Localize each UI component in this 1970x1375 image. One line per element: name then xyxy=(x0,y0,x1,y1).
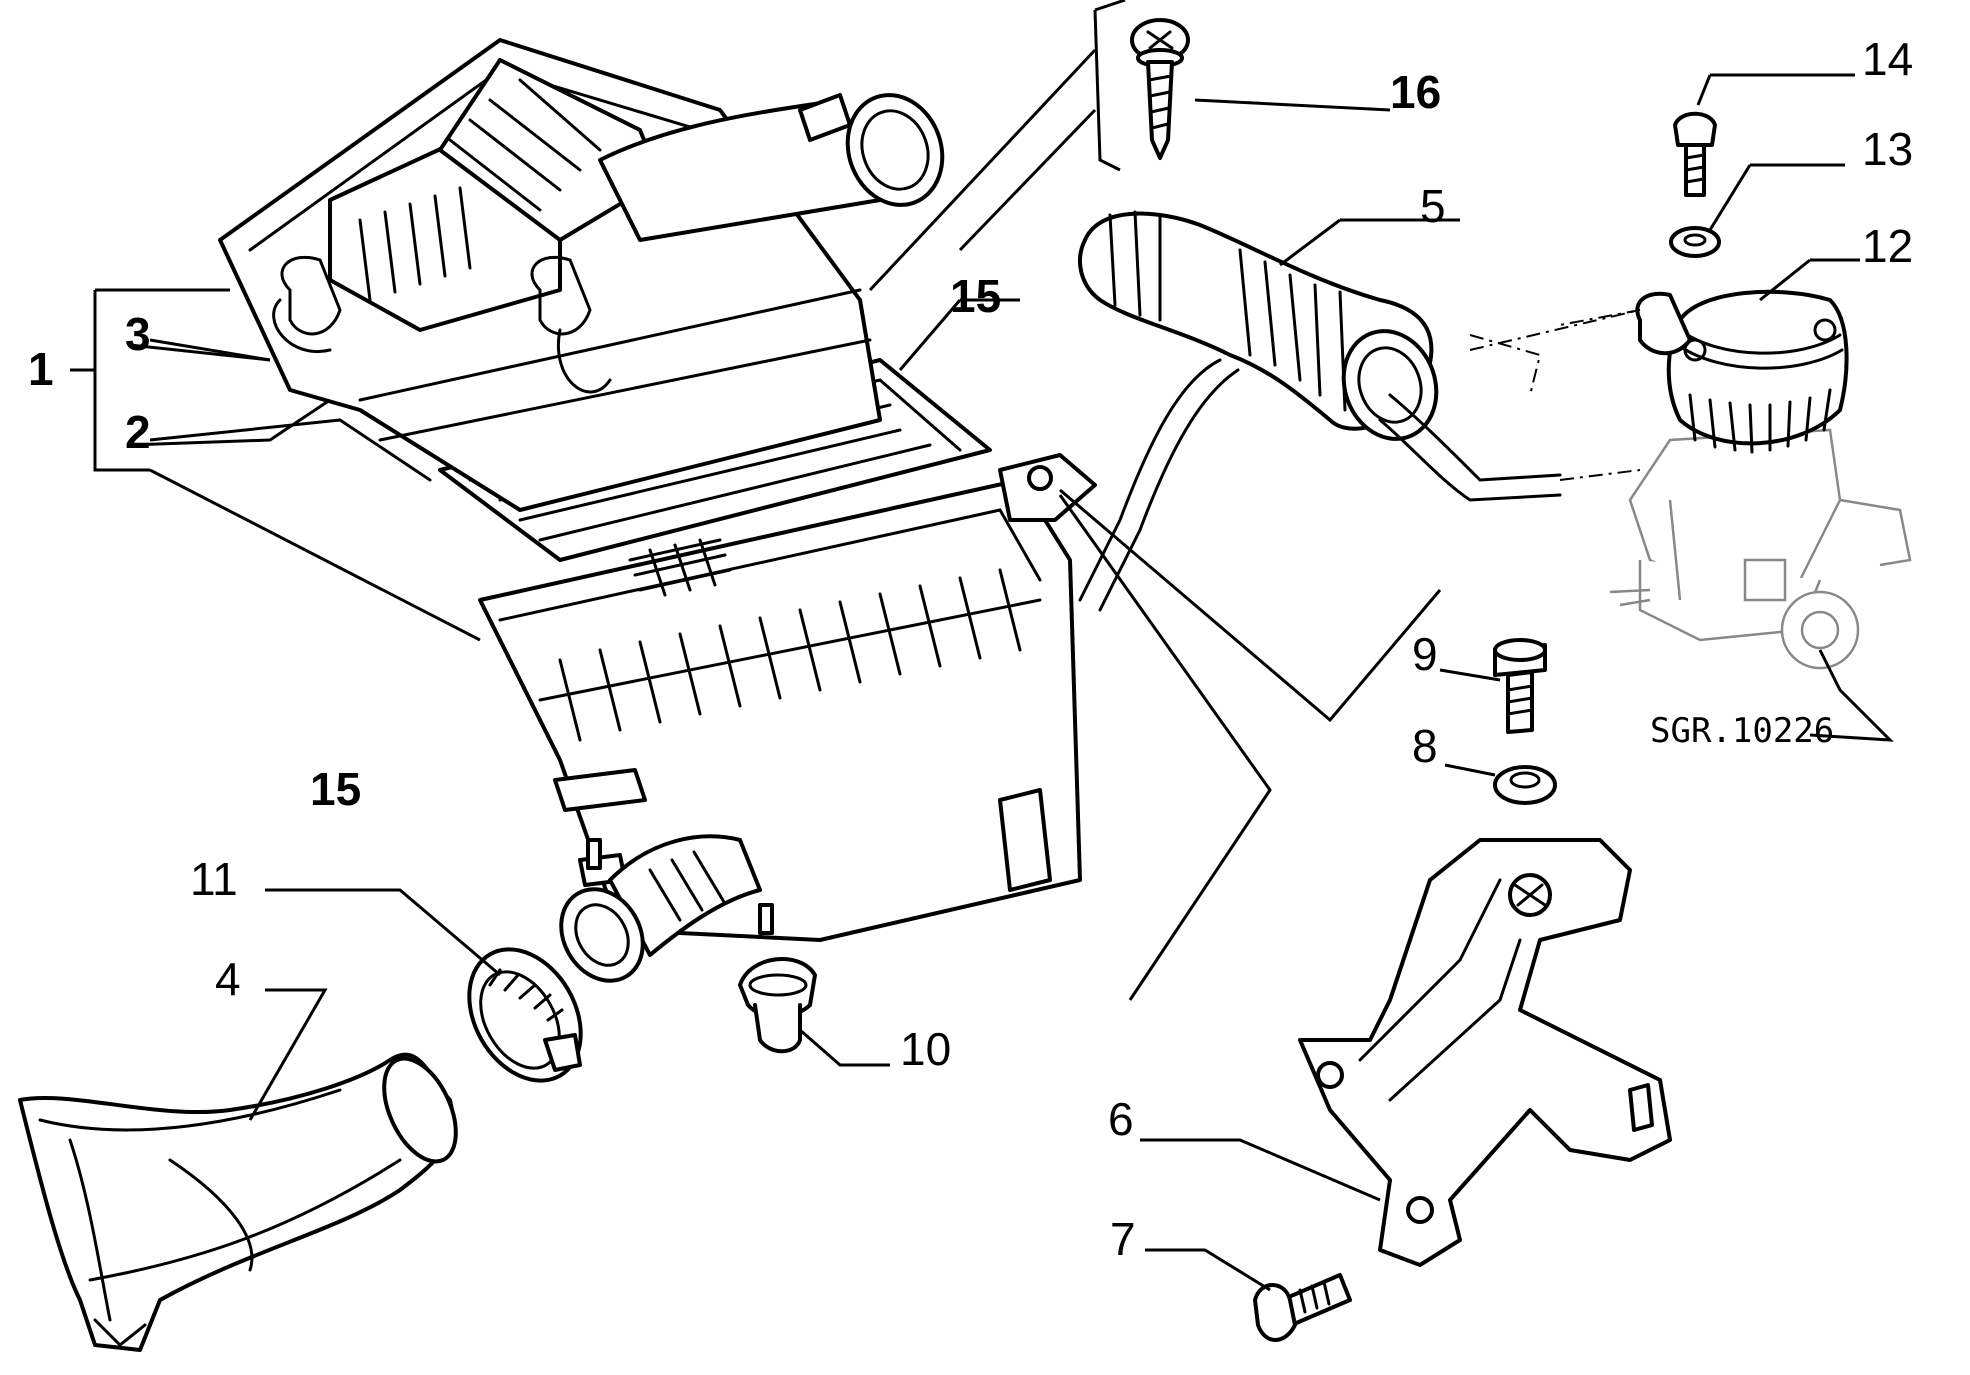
label-7: 7 xyxy=(1110,1213,1136,1265)
screw-16 xyxy=(1130,18,1190,160)
hose-clamp xyxy=(467,947,583,1083)
mounting-bracket xyxy=(1298,838,1672,1267)
label-5: 5 xyxy=(1420,180,1446,232)
label-15-left: 15 xyxy=(310,763,361,815)
alignment-line xyxy=(1469,309,1641,351)
label-10: 10 xyxy=(900,1023,951,1075)
air-filter-housing xyxy=(218,38,1097,983)
label-2: 2 xyxy=(125,406,151,458)
air-hose xyxy=(1078,210,1562,612)
label-14: 14 xyxy=(1862,33,1913,85)
label-8: 8 xyxy=(1412,720,1438,772)
label-3: 3 xyxy=(125,308,151,360)
label-6: 6 xyxy=(1108,1093,1134,1145)
rubber-bumper xyxy=(738,957,817,1054)
label-15-top: 15 xyxy=(950,270,1001,322)
alignment-line xyxy=(1559,469,1641,481)
bolt-9 xyxy=(1493,638,1547,734)
leader-lines xyxy=(70,0,1894,1292)
intake-duct xyxy=(18,1052,458,1352)
drawing-code: SGR.10226 xyxy=(1650,711,1834,751)
washer-13 xyxy=(1669,226,1721,258)
bolt-7 xyxy=(1253,1273,1352,1342)
label-1: 1 xyxy=(28,343,54,395)
breather-valve xyxy=(1609,289,1912,670)
bolt-14 xyxy=(1673,111,1717,197)
part-labels: 1 3 2 15 15 16 5 14 13 12 9 8 11 4 10 6 … xyxy=(28,33,1913,1265)
label-16: 16 xyxy=(1390,66,1441,118)
label-9: 9 xyxy=(1412,628,1438,680)
label-4: 4 xyxy=(215,953,241,1005)
washer-8 xyxy=(1493,765,1557,805)
label-12: 12 xyxy=(1862,220,1913,272)
label-13: 13 xyxy=(1862,123,1913,175)
label-11: 11 xyxy=(190,853,238,905)
alignment-line xyxy=(1469,334,1542,396)
